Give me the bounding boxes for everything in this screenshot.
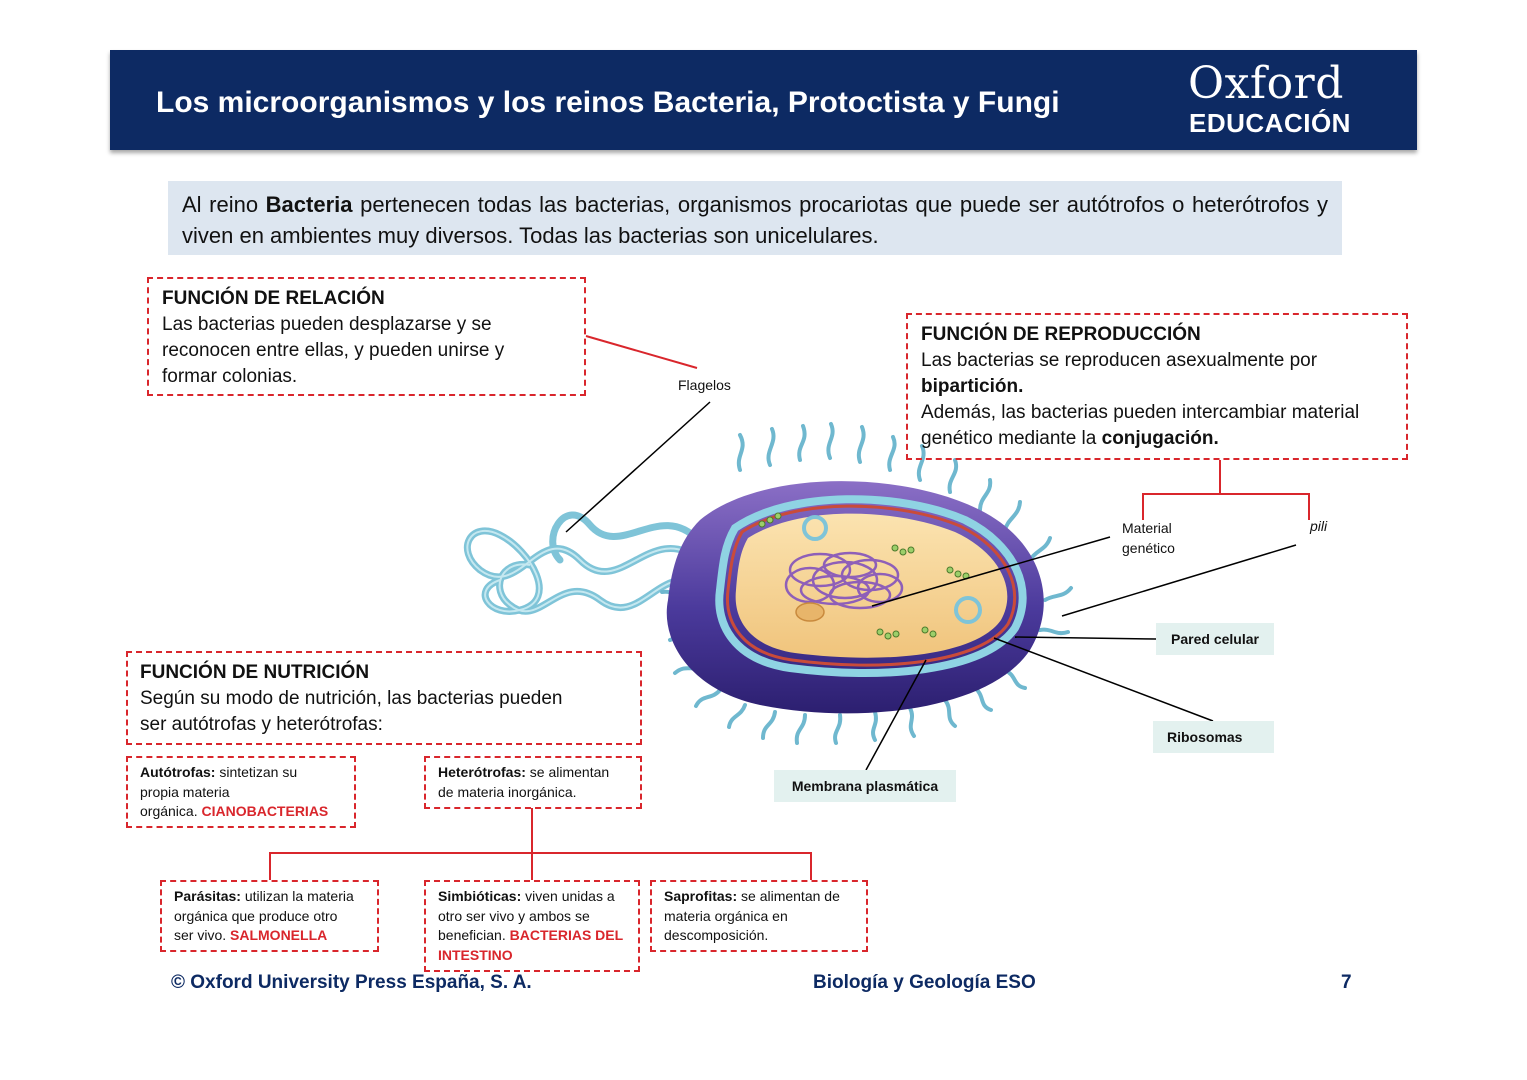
label-pared-celular: Pared celular (1156, 623, 1274, 655)
simbioticas-text: Simbióticas: viven unidas a otro ser viv… (438, 887, 623, 965)
heterotrofas-box: Heterótrofas: se alimentan de materia in… (424, 756, 642, 809)
relacion-box: FUNCIÓN DE RELACIÓN Las bacterias pueden… (147, 277, 586, 396)
relacion-title: FUNCIÓN DE RELACIÓN (162, 286, 385, 312)
label-membrana-plasmatica: Membrana plasmática (774, 770, 956, 802)
nutricion-text: Según su modo de nutrición, las bacteria… (140, 686, 563, 738)
label-flagelos: Flagelos (678, 377, 731, 393)
saprofitas-box: Saprofitas: se alimentan de materia orgá… (650, 880, 868, 952)
autotrofas-text: Autótrofas: sintetizan su propia materia… (140, 763, 328, 822)
footer-copyright: © Oxford University Press España, S. A. (171, 972, 532, 994)
parasitas-text: Parásitas: utilizan la materia orgánica … (174, 887, 354, 946)
reproduccion-title: FUNCIÓN DE REPRODUCCIÓN (921, 322, 1201, 348)
reproduccion-text: Las bacterias se reproducen asexualmente… (921, 348, 1359, 452)
reproduccion-box: FUNCIÓN DE REPRODUCCIÓN Las bacterias se… (906, 313, 1408, 460)
nutricion-title: FUNCIÓN DE NUTRICIÓN (140, 660, 369, 686)
label-ribosomas: Ribosomas (1153, 721, 1274, 753)
parasitas-box: Parásitas: utilizan la materia orgánica … (160, 880, 379, 952)
autotrofas-box: Autótrofas: sintetizan su propia materia… (126, 756, 356, 828)
footer-subject: Biología y Geología ESO (813, 972, 1036, 994)
nutricion-box: FUNCIÓN DE NUTRICIÓN Según su modo de nu… (126, 651, 642, 745)
label-pili: pili (1310, 518, 1327, 534)
page-number: 7 (1341, 972, 1352, 994)
simbioticas-box: Simbióticas: viven unidas a otro ser viv… (424, 880, 640, 972)
saprofitas-text: Saprofitas: se alimentan de materia orgá… (664, 887, 840, 946)
heterotrofas-text: Heterótrofas: se alimentan de materia in… (438, 763, 609, 802)
